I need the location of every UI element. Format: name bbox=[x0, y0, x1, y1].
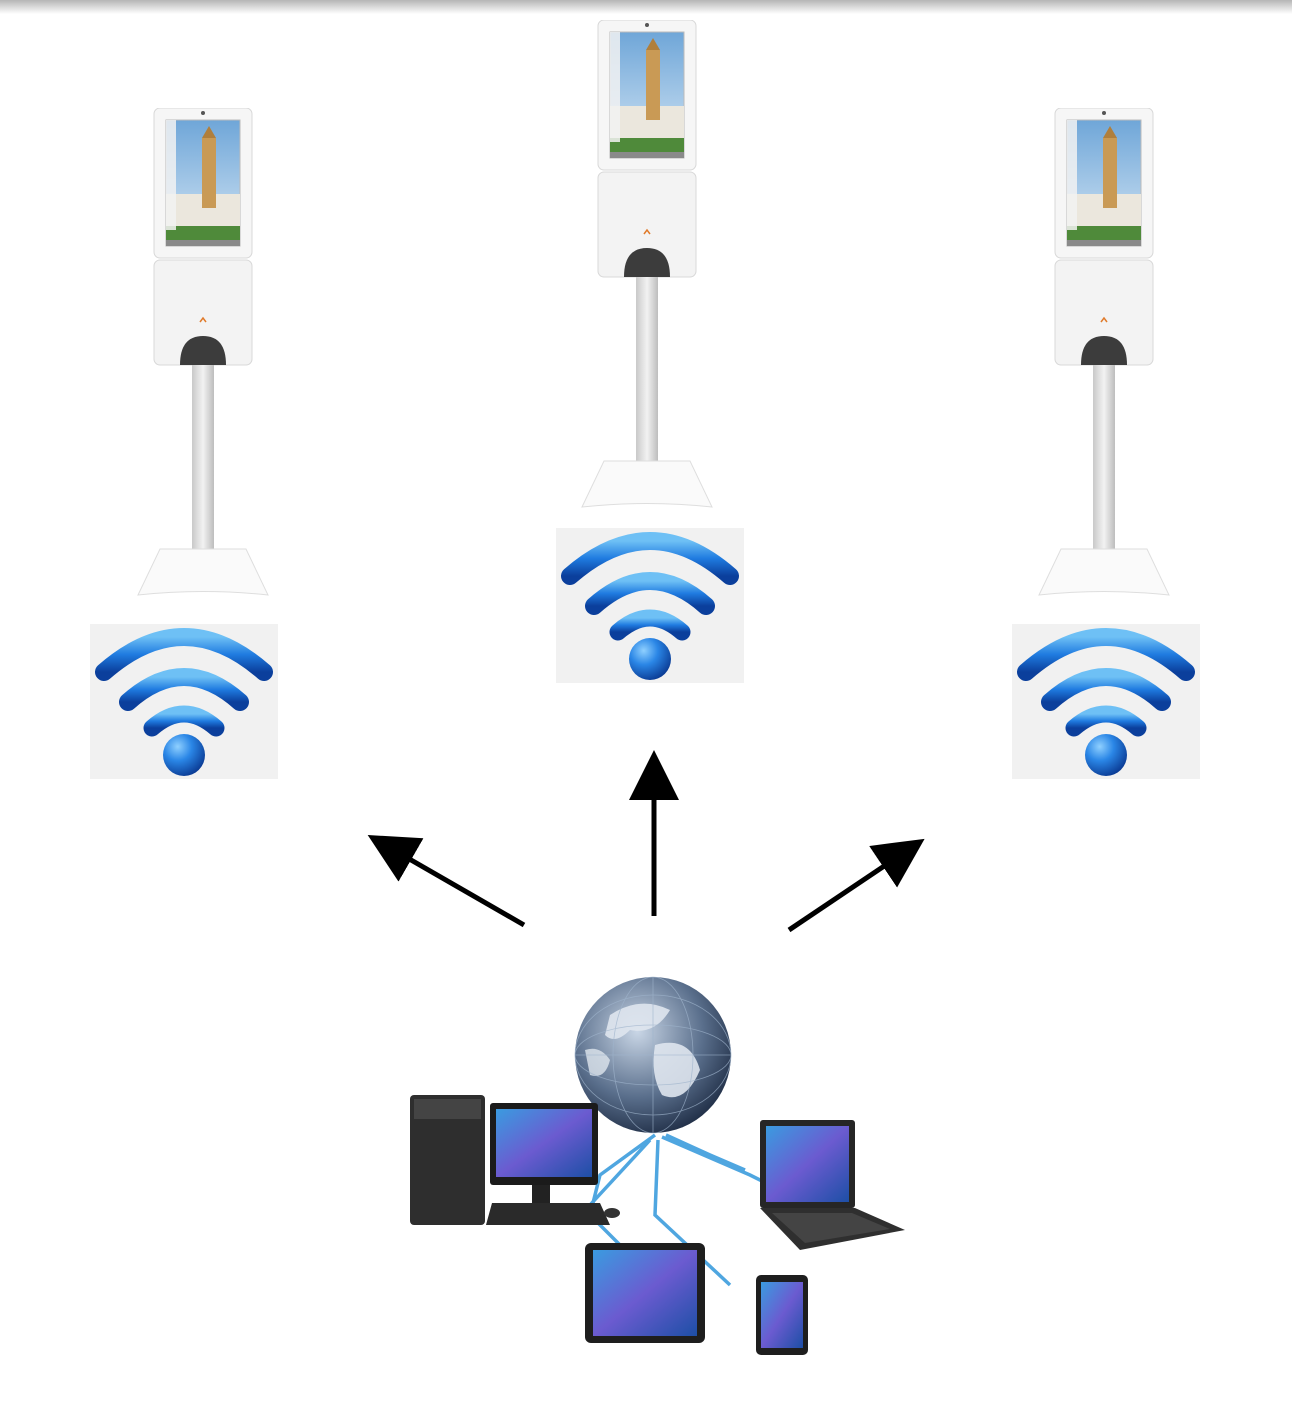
globe-network-icon bbox=[574, 976, 732, 1134]
network-hub bbox=[400, 975, 920, 1375]
top-edge-shadow bbox=[0, 0, 1292, 14]
laptop bbox=[760, 1120, 905, 1250]
desktop-computer bbox=[410, 1095, 620, 1225]
phone bbox=[756, 1275, 808, 1355]
arrow-to-left-kiosk bbox=[367, 835, 526, 928]
arrow-to-right-kiosk bbox=[787, 838, 925, 933]
tablet bbox=[585, 1243, 705, 1343]
